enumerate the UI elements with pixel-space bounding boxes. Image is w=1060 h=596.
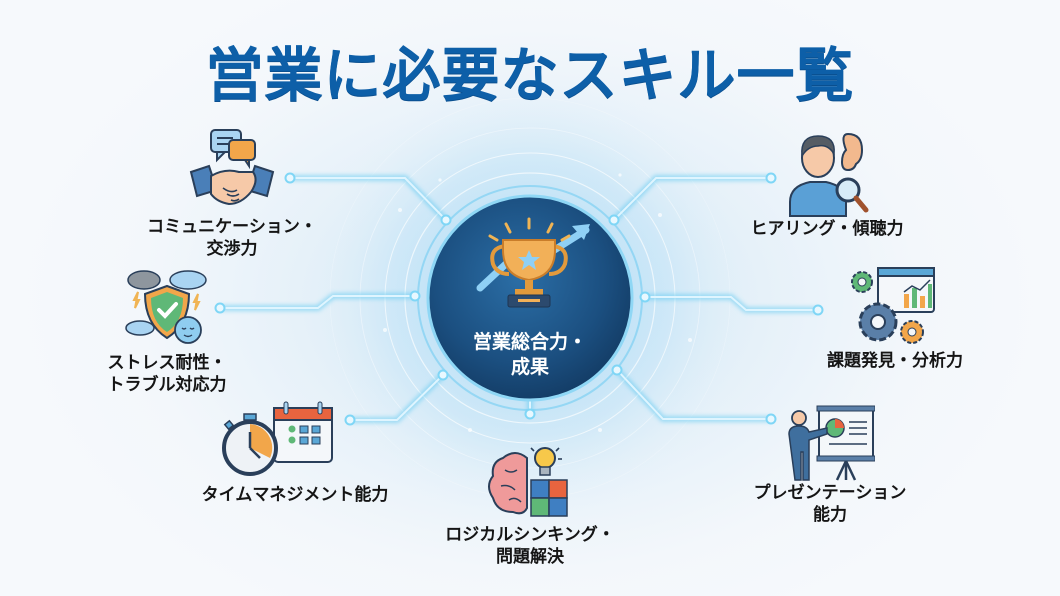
skill-label-line1: ストレス耐性・ <box>107 353 227 373</box>
skill-label-line2: 交渉力 <box>206 239 258 259</box>
person-ear-magnifier-icon <box>789 132 869 217</box>
skill-label-line2: 能力 <box>813 505 847 525</box>
skill-label-line1: ヒアリング・傾聴力 <box>750 219 904 239</box>
skill-label-line1: 課題発見・分析力 <box>827 351 963 371</box>
skill-label-line1: プレゼンテーション <box>753 483 907 503</box>
skill-node-logical: ロジカルシンキング・ 問題解決 <box>420 440 640 568</box>
skill-node-communication: コミュニケーション・ 交渉力 <box>132 128 332 260</box>
brain-lightbulb-puzzle-icon <box>488 447 568 517</box>
skill-label-line1: ロジカルシンキング・ <box>445 525 615 545</box>
skill-label-line2: 問題解決 <box>496 547 564 567</box>
gears-chart-icon <box>851 267 935 344</box>
center-label-line2: 成果 <box>510 356 549 378</box>
skill-label-line1: コミュニケーション・ <box>147 217 317 237</box>
skill-node-analysis: 課題発見・分析力 <box>800 266 990 372</box>
center-label: 営業総合力・ 成果 <box>430 330 630 380</box>
skill-node-time: タイムマネジメント能力 <box>180 400 410 506</box>
presenter-board-icon <box>788 405 875 481</box>
center-label-line1: 営業総合力・ <box>472 331 587 353</box>
stopwatch-calendar-icon <box>222 401 333 476</box>
page-title: 営業に必要なスキル一覧 <box>205 41 855 109</box>
skill-node-stress: ストレス耐性・ トラブル対応力 <box>82 266 252 396</box>
handshake-chat-icon <box>189 129 275 206</box>
skill-node-presentation: プレゼンテーション 能力 <box>725 404 935 526</box>
trophy-with-rising-arrow-icon <box>476 217 590 308</box>
shield-check-calm-face-icon <box>125 270 207 344</box>
skill-node-hearing: ヒアリング・傾聴力 <box>722 128 932 240</box>
skill-label-line1: タイムマネジメント能力 <box>201 485 389 505</box>
skill-label-line2: トラブル対応力 <box>107 375 227 395</box>
